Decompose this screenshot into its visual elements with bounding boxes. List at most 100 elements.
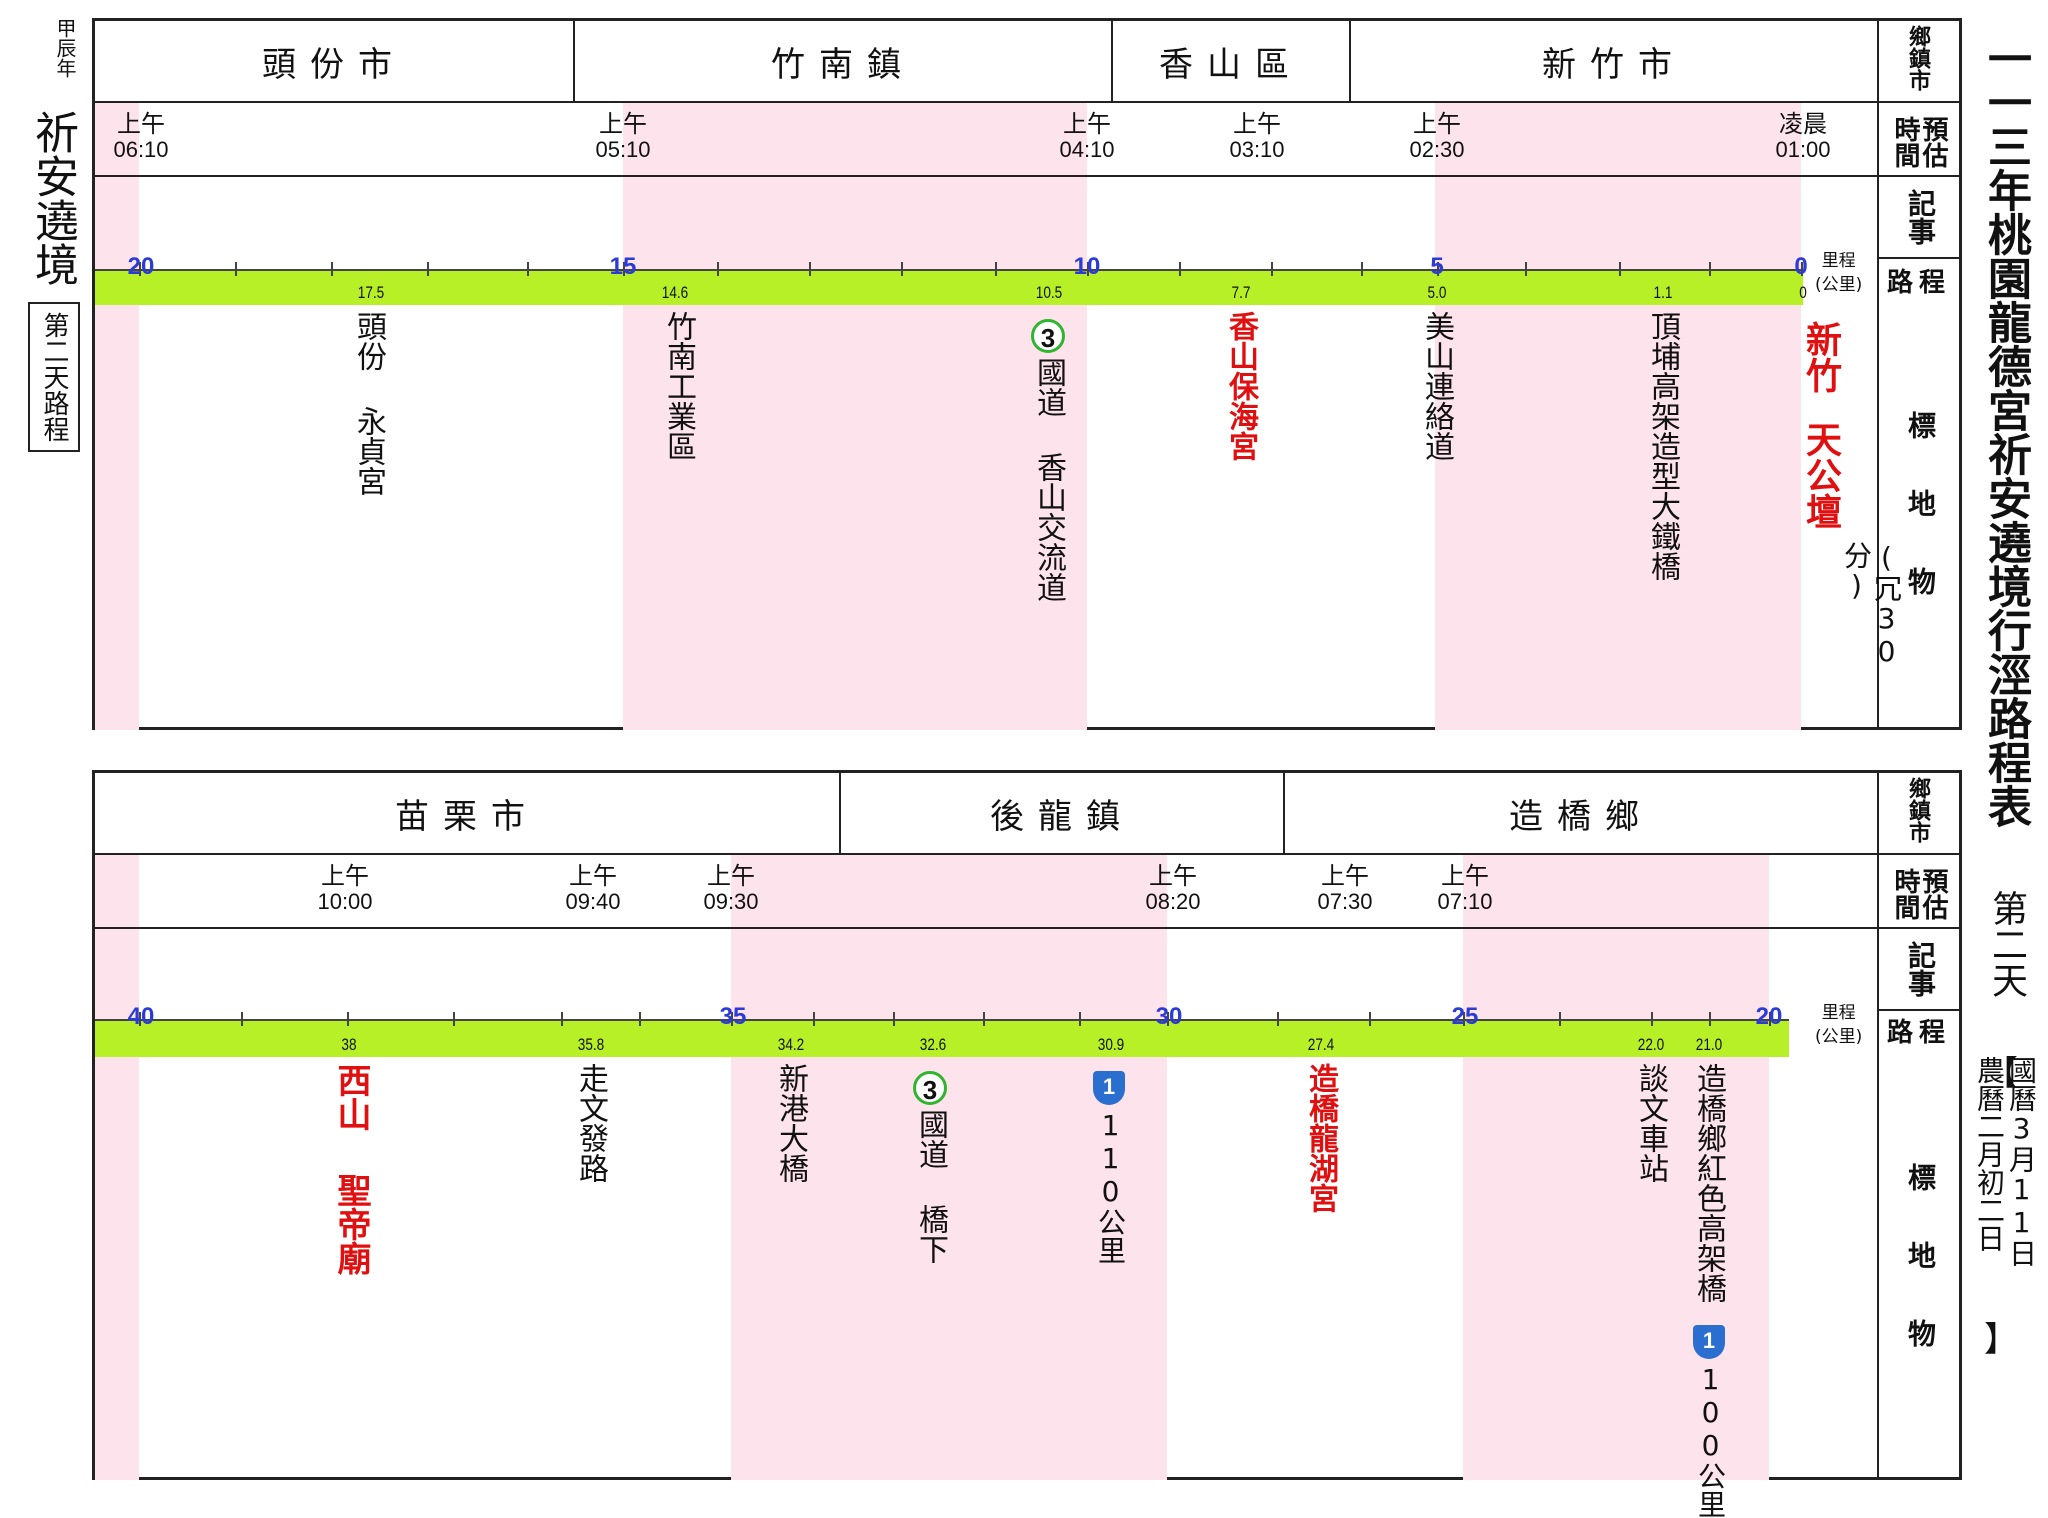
route-bar — [95, 269, 1803, 305]
row-divider — [95, 101, 1960, 103]
date-bracket-close: 】 — [1984, 1320, 2018, 1360]
pink-band — [1435, 103, 1801, 730]
axis-tick — [453, 1012, 455, 1026]
axis-tick — [1619, 262, 1621, 276]
axis-tick — [347, 1012, 349, 1026]
landmark-hsinchu: 新竹 — [1800, 321, 1841, 393]
distance-label: 34.2 — [777, 1035, 805, 1054]
route-axis — [95, 1019, 1789, 1021]
axis-tick — [561, 1012, 563, 1026]
side-label-town: 鄉鎮市 — [1905, 777, 1930, 843]
town-zhunan: 竹南鎮 — [771, 44, 915, 85]
distance-label: 38 — [341, 1035, 357, 1054]
side-label-town: 鄉鎮市 — [1905, 25, 1930, 91]
landmark-meishan-road: 美山連絡道 — [1419, 311, 1454, 461]
axis-tick — [331, 262, 333, 276]
km-mark: 15 — [609, 253, 637, 280]
axis-tick — [1559, 1012, 1561, 1026]
row-divider — [95, 175, 1960, 177]
landmark-km-110: 110公里 — [1094, 1109, 1127, 1264]
axis-tick — [995, 262, 997, 276]
axis-tick — [427, 262, 429, 276]
axis-tick — [1079, 1012, 1081, 1026]
town-divider — [573, 21, 575, 101]
landmark-tanwen-station: 談文車站 — [1633, 1063, 1668, 1183]
pink-band — [95, 103, 139, 730]
town-divider — [1283, 773, 1285, 853]
side-label-landmarks: 標地物 — [1904, 1163, 1937, 1397]
pink-band — [623, 103, 1087, 730]
axis-tick — [1769, 1012, 1771, 1026]
distance-label: 5.0 — [1427, 283, 1447, 302]
axis-tick — [1087, 262, 1089, 276]
pink-band — [731, 855, 1167, 1480]
landmark-freeway-underpass: 國道 橋下 — [913, 1109, 948, 1264]
row-divider — [1879, 1009, 1960, 1011]
freeway-3-icon: 3 — [1031, 319, 1065, 353]
axis-tick — [639, 1012, 641, 1026]
axis-tick — [983, 1012, 985, 1026]
landmark-shengdi-temple: 聖帝廟 — [331, 1173, 371, 1275]
label-column-divider — [1877, 773, 1879, 1478]
distance-label: 32.6 — [919, 1035, 947, 1054]
axis-tick — [1179, 262, 1181, 276]
distance-label: 7.7 — [1231, 283, 1251, 302]
axis-tick — [717, 262, 719, 276]
landmark-tiangong-temple: 天公壇 — [1800, 421, 1841, 529]
axis-tick — [1525, 262, 1527, 276]
axis-tick — [1463, 1012, 1465, 1026]
side-label-notes: 記事 — [1904, 941, 1937, 997]
axis-tick — [1277, 1012, 1279, 1026]
row-divider — [95, 927, 1960, 929]
side-label-route: 路程 — [1886, 268, 1951, 298]
axis-tick — [527, 262, 529, 276]
landmark-xiangshan-interchange: 國道 香山交流道 — [1031, 357, 1066, 602]
town-divider — [1111, 21, 1113, 101]
km-mark: 5 — [1430, 253, 1444, 280]
landmark-rest-note: (冗30分) — [1840, 541, 1903, 668]
town-hsinchu: 新竹市 — [1542, 44, 1686, 85]
distance-label: 1.1 — [1653, 283, 1673, 302]
row-divider — [1879, 257, 1960, 259]
km-mark: 10 — [1073, 253, 1101, 280]
landmark-zouwen-road: 走文發路 — [573, 1063, 608, 1183]
day-box: 第二天路程 — [28, 302, 80, 452]
landmark-xingang-bridge: 新港大橋 — [773, 1063, 808, 1183]
axis-tick — [1709, 1012, 1711, 1026]
distance-label: 35.8 — [577, 1035, 605, 1054]
axis-tick — [813, 1012, 815, 1026]
axis-tick — [731, 1012, 733, 1026]
km-unit-label: 里程(公里) — [1815, 251, 1863, 295]
axis-tick — [901, 262, 903, 276]
side-label-time: 預估時間 — [1890, 868, 1948, 920]
landmark-km-100: 100公里 — [1694, 1363, 1727, 1518]
left-title: 祈安遶境 — [27, 110, 78, 286]
row-divider — [95, 853, 1960, 855]
landmark-xiangshan-baohai: 香山保海宮 — [1223, 311, 1258, 461]
distance-label: 14.6 — [661, 283, 689, 302]
side-label-landmarks: 標地物 — [1904, 411, 1937, 645]
town-miaoli: 苗栗市 — [395, 796, 539, 837]
label-column-divider — [1877, 21, 1879, 728]
town-zaoqiao: 造橋鄉 — [1509, 796, 1653, 837]
distance-label: 21.0 — [1695, 1035, 1723, 1054]
km-mark: 20 — [1755, 1003, 1783, 1030]
km-mark: 25 — [1451, 1003, 1479, 1030]
pink-band — [1463, 855, 1769, 1480]
axis-tick — [1361, 262, 1363, 276]
axis-tick — [139, 262, 141, 276]
route-bar — [95, 1019, 1789, 1057]
route-axis — [95, 269, 1803, 271]
distance-label: 27.4 — [1307, 1035, 1335, 1054]
expressway-1-icon: 1 — [1693, 1325, 1725, 1359]
landmark-longhu-temple: 造橋龍湖宮 — [1303, 1063, 1338, 1213]
km-mark: 0 — [1794, 253, 1808, 280]
town-toufen: 頭份市 — [262, 44, 406, 85]
axis-tick — [1651, 1012, 1653, 1026]
distance-label: 17.5 — [357, 283, 385, 302]
